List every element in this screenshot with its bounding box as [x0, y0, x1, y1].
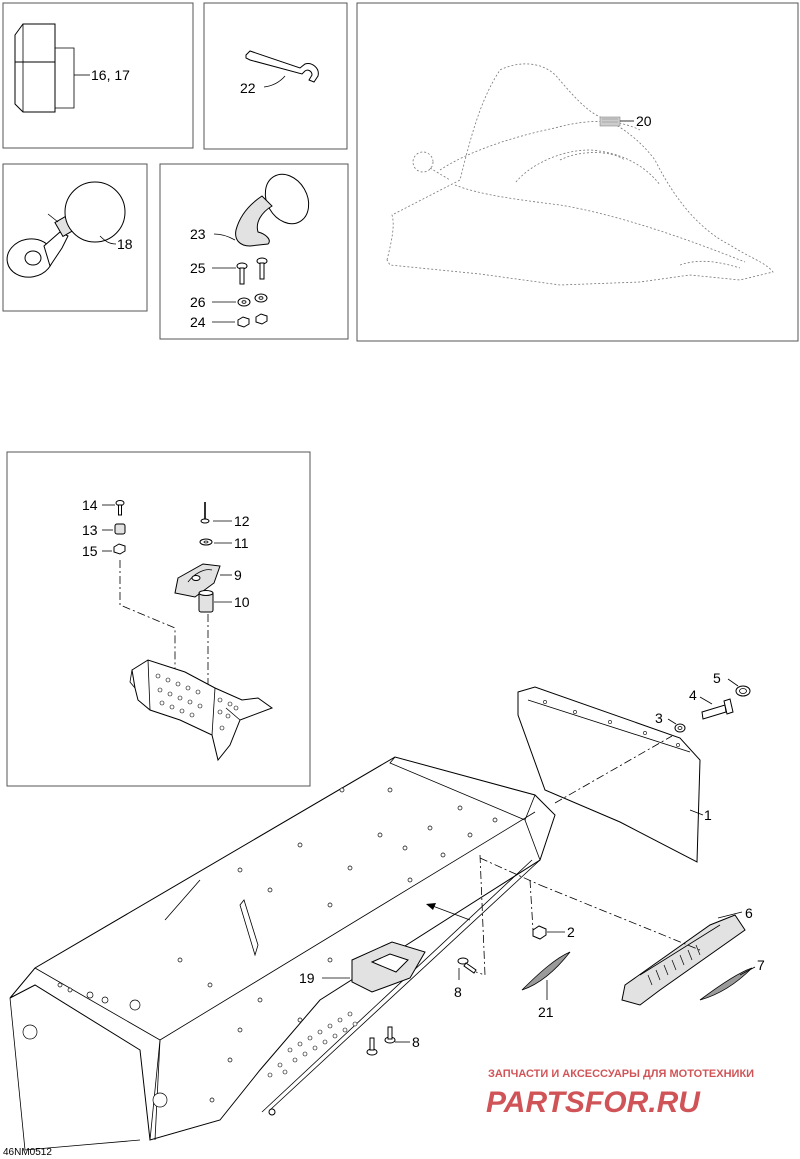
washer-part-26 — [237, 293, 268, 307]
washer-part-11 — [199, 538, 213, 546]
callout-6: 6 — [745, 905, 753, 921]
bolt-part-4 — [701, 698, 734, 720]
mirror-part-23 — [235, 173, 310, 247]
decal-part-20 — [599, 116, 621, 127]
screw-part-8-upper — [457, 957, 477, 974]
tunnel-holes — [22, 787, 498, 1108]
screw-part-25 — [236, 257, 268, 285]
diagram-code: 46NM0512 — [3, 1147, 52, 1158]
running-board-holes — [267, 1011, 358, 1078]
bracket-part-19 — [351, 941, 426, 993]
panel-part-20: 20 — [356, 2, 799, 342]
callout-24: 24 — [190, 314, 206, 330]
block-part-16-17 — [14, 23, 56, 113]
callout-19: 19 — [299, 970, 315, 986]
watermark: ЗАПЧАСТИ И АКСЕССУАРЫ ДЛЯ МОТОТЕХНИКИ PA… — [486, 1068, 754, 1119]
callout-1: 1 — [704, 807, 712, 823]
nut-part-24 — [237, 313, 268, 328]
washer-part-3 — [674, 723, 686, 733]
screw-part-14 — [115, 500, 125, 516]
nut-part-15 — [113, 543, 126, 555]
callout-20: 20 — [636, 113, 652, 129]
spacer-part-10 — [198, 590, 214, 613]
panel-parts-9-15: 14 13 15 12 11 9 — [6, 451, 311, 787]
watermark-tagline: ЗАПЧАСТИ И АКСЕССУАРЫ ДЛЯ МОТОТЕХНИКИ — [488, 1068, 754, 1080]
nut-part-5 — [735, 685, 751, 697]
callout-21: 21 — [538, 1004, 554, 1020]
reflector-part-21 — [521, 951, 571, 991]
callout-3: 3 — [655, 710, 663, 726]
bracket-part-9 — [174, 563, 221, 598]
callout-14: 14 — [82, 497, 98, 513]
callout-13: 13 — [82, 522, 98, 538]
protector-part-6 — [621, 914, 746, 1006]
callout-23: 23 — [190, 226, 206, 242]
panel-parts-23-26: 23 25 26 24 — [159, 163, 349, 340]
callout-26: 26 — [190, 294, 206, 310]
nut-part-2 — [532, 925, 547, 940]
callout-4: 4 — [689, 687, 697, 703]
callout-18: 18 — [117, 236, 133, 252]
callout-16-17: 16, 17 — [91, 67, 130, 83]
callout-25: 25 — [190, 260, 206, 276]
reflector-part-7 — [699, 967, 753, 1001]
bracket-holes — [155, 673, 239, 731]
horn-part-18 — [6, 181, 126, 278]
rivet-part-12 — [200, 502, 210, 524]
callout-10: 10 — [234, 594, 250, 610]
callout-2: 2 — [567, 924, 575, 940]
panel-part-18: 18 — [2, 163, 148, 312]
spacer-part-13 — [114, 523, 126, 535]
callout-7: 7 — [757, 957, 765, 973]
callout-9: 9 — [234, 567, 242, 583]
callout-15: 15 — [82, 543, 98, 559]
callout-5: 5 — [713, 670, 721, 686]
panel-parts-16-17: 16, 17 — [2, 2, 194, 149]
panel-part-22: 22 — [203, 2, 348, 150]
callout-12: 12 — [234, 513, 250, 529]
snowflap-part-1 — [517, 686, 701, 863]
snowmobile-hood-outline — [386, 63, 774, 286]
screw-part-8-lower — [366, 1026, 396, 1056]
watermark-logo: PARTSFOR.RU — [486, 1086, 701, 1119]
callout-8-upper: 8 — [454, 984, 462, 1000]
tunnel-assembly — [9, 756, 556, 1151]
callout-22: 22 — [240, 80, 256, 96]
perforated-bracket-detail — [129, 659, 274, 762]
wrench-part-22 — [245, 50, 319, 83]
callout-8-lower: 8 — [412, 1034, 420, 1050]
callout-11: 11 — [234, 535, 249, 551]
